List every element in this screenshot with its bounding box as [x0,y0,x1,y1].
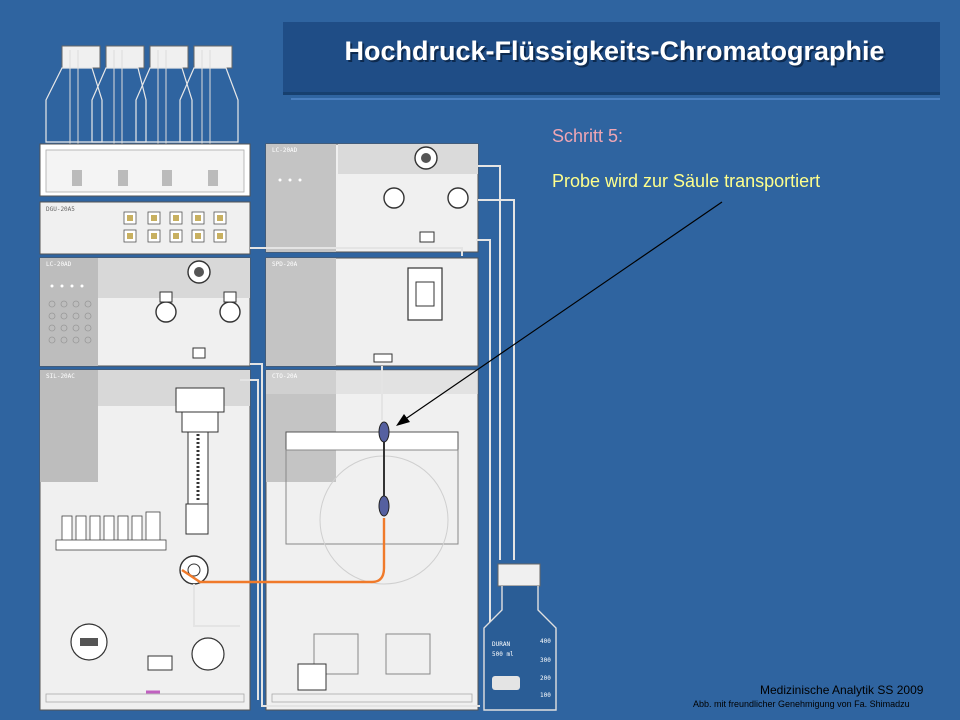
solvent-tray [39,143,251,197]
footer-course: Medizinische Analytik SS 2009 [760,683,924,697]
autosampler-module: SIL-20AC [39,369,251,711]
autosampler-label: SIL-20AC [46,373,75,380]
waste-bottle-brand: DURAN [492,641,510,648]
title-bar [283,22,940,95]
degasser-module: DGU-20A5 [39,201,251,255]
pump-head-icon [155,260,241,359]
pump-right-module: LC-20AD [265,143,479,253]
rinse-port [70,623,225,671]
oven-label: CTO-20A [272,373,298,380]
sample-vials [55,511,167,551]
waste-scale-mark: 100 [540,692,551,699]
detector-label: SPD-20A [272,261,298,268]
detector-module: SPD-20A [265,257,479,367]
page-title: Hochdruck-Flüssigkeits-Chromatographie [344,36,885,66]
tubing [193,165,515,710]
sample-flow-line [181,518,386,584]
pump-left-module: LC-20AD [39,257,251,367]
degasser-label: DGU-20A5 [46,206,75,213]
column-oven-module: CTO-20A [265,369,479,711]
pump-right-label: LC-20AD [272,147,298,154]
column-icon [378,421,390,517]
step-description: Probe wird zur Säule transportiert [552,171,821,191]
waste-scale-mark: 300 [540,657,551,664]
injection-valve-icon [179,555,209,585]
waste-scale-mark: 400 [540,638,551,645]
solvent-bottle-icon [179,45,239,143]
waste-bottle-icon: DURAN 500 ml 400 300 200 100 [483,563,557,711]
waste-bottle-volume: 500 ml [492,651,514,658]
footer-credit: Abb. mit freundlicher Genehmigung von Fa… [693,699,910,709]
title-underline [291,98,940,100]
waste-scale-mark: 200 [540,675,551,682]
pump-head-icon [383,146,469,243]
pump-left-label: LC-20AD [46,261,72,268]
pointer-arrow [396,201,723,426]
solvent-bottle-icon [45,45,103,143]
solvent-bottle-icon [91,45,147,143]
step-label: Schritt 5: [552,126,624,146]
